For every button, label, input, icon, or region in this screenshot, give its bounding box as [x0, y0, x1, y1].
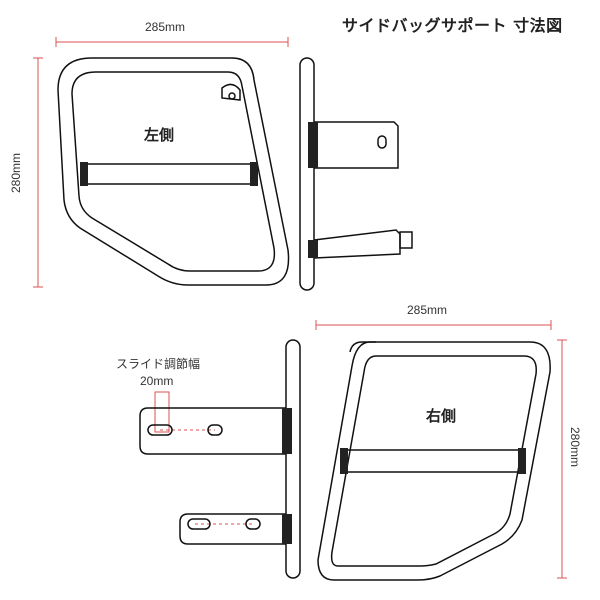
bottom-side-profile — [139, 339, 301, 579]
left-frame-drawing — [57, 57, 290, 286]
slide-adjust-value: 20mm — [140, 374, 174, 388]
right-side-label: 右側 — [426, 407, 457, 425]
top-width-label: 285mm — [145, 20, 186, 34]
diagram-title: サイドバッグサポート 寸法図 — [342, 16, 563, 35]
top-profile-band-upper — [308, 122, 318, 168]
bottom-profile-band-lower — [282, 514, 292, 544]
left-band-right — [250, 162, 258, 186]
top-height-label: 280mm — [9, 152, 24, 194]
bottom-profile-band-upper — [282, 408, 292, 454]
left-band-left — [80, 162, 88, 186]
bottom-height-label: 280mm — [568, 426, 583, 468]
slide-range-box — [154, 391, 170, 433]
right-band-right — [518, 448, 526, 474]
dimension-lines — [33, 37, 567, 579]
right-band-left — [340, 448, 348, 474]
slide-adjust-label: スライド調節幅 — [116, 357, 201, 371]
bottom-width-label: 285mm — [407, 303, 448, 317]
left-side-label: 左側 — [144, 126, 175, 144]
top-side-profile — [299, 57, 413, 291]
top-profile-band-lower — [308, 240, 318, 258]
right-frame-drawing — [317, 341, 551, 581]
